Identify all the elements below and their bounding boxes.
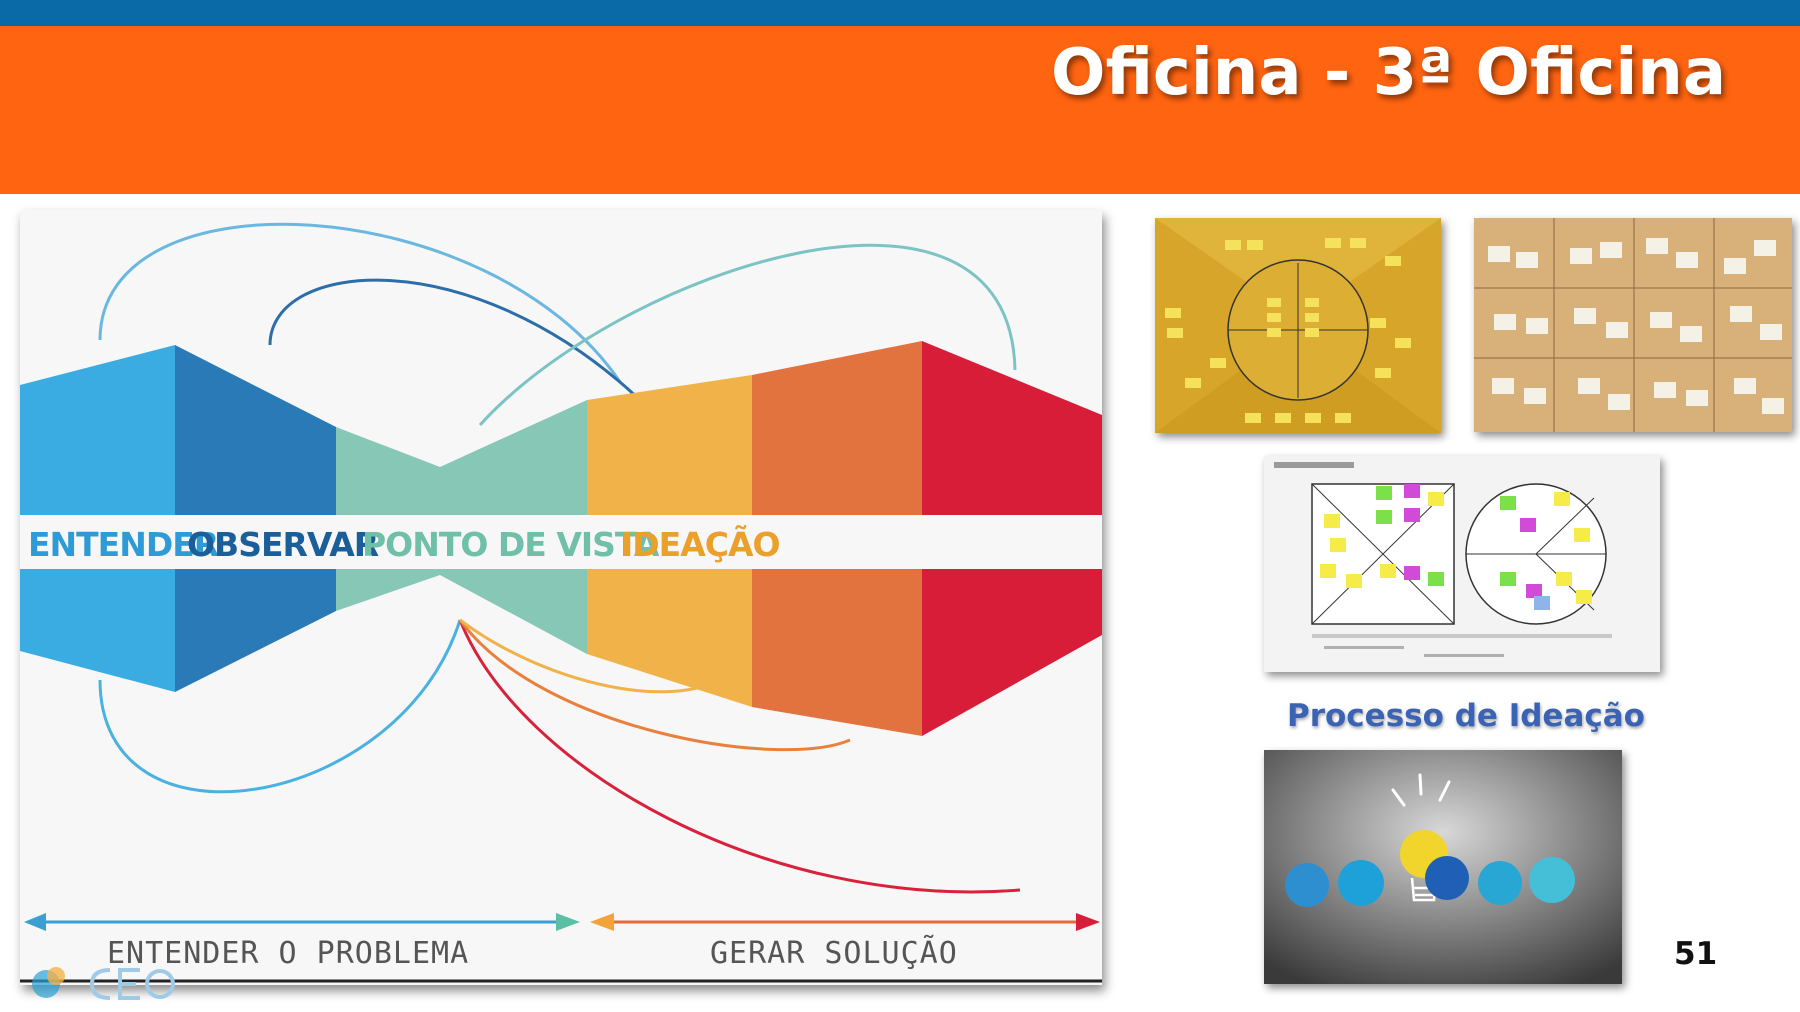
ideation-process-label: Processo de Ideação bbox=[1287, 698, 1645, 734]
empathy-map-photo bbox=[1155, 218, 1441, 433]
arrow-right-head bbox=[1076, 913, 1100, 931]
phase-label-observar: OBSERVAR bbox=[187, 525, 379, 564]
arrow-left-head bbox=[24, 913, 46, 931]
design-thinking-diagram: ENTENDER OBSERVAR PONTO DE VISTA IDEAÇÃO… bbox=[20, 210, 1102, 985]
phase-label-ideacao: IDEAÇÃO bbox=[621, 524, 780, 564]
page-number: 51 bbox=[1674, 936, 1718, 972]
label-entender-o-problema: ENTENDER O PROBLEMA bbox=[107, 936, 469, 971]
label-gerar-solucao: GERAR SOLUÇÃO bbox=[710, 935, 958, 971]
loop-curve bbox=[459, 618, 721, 694]
loop-curve bbox=[98, 222, 622, 383]
label-strip bbox=[20, 515, 1102, 569]
loop-curve bbox=[458, 619, 851, 752]
header-banner bbox=[0, 26, 1800, 194]
board-notes-photo bbox=[1474, 218, 1792, 432]
loop-curve bbox=[98, 619, 462, 794]
phase-label-entender: ENTENDER bbox=[28, 525, 219, 564]
loop-curve bbox=[458, 619, 1021, 894]
value-proposition-canvas-photo bbox=[1264, 456, 1660, 672]
arrow-orange-head bbox=[590, 913, 614, 931]
arrow-teal-head bbox=[556, 913, 580, 931]
loop-curve bbox=[478, 243, 1017, 427]
logo-fragment bbox=[22, 962, 182, 1002]
ideation-lightbulb-photo bbox=[1264, 750, 1622, 984]
top-accent-bar bbox=[0, 0, 1800, 26]
phase-label-ponto-de-vista: PONTO DE VISTA bbox=[362, 525, 660, 564]
slide-title: Oficina - 3ª Oficina bbox=[1051, 36, 1726, 110]
loop-curve bbox=[268, 278, 642, 402]
